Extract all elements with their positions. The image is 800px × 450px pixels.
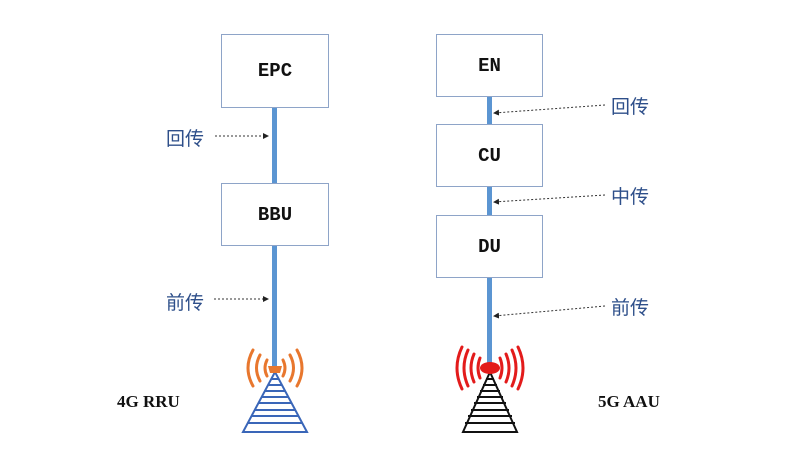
right-midhaul-arrow [493, 194, 606, 205]
aau-antenna-icon [455, 345, 525, 433]
right-backhaul-arrow [493, 104, 606, 116]
left-radio-caption: 4G RRU [117, 392, 180, 411]
aau-tower-icon [461, 369, 519, 433]
left-backhaul-label: 回传 [166, 128, 205, 150]
rru-antenna-icon [241, 348, 309, 433]
node-epc-label: EPC [257, 60, 293, 82]
node-du-label: DU [478, 235, 501, 258]
right-backhaul-label: 回传 [611, 96, 650, 118]
node-en-label: EN [478, 54, 501, 77]
right-fronthaul-arrow [493, 305, 606, 319]
aau-waves-icon [455, 345, 525, 391]
right-fronthaul-label: 前传 [611, 297, 650, 319]
left-fronthaul-label: 前传 [166, 292, 205, 314]
node-cu-label: CU [478, 144, 501, 167]
right-radio-caption: 5G AAU [598, 392, 660, 411]
rru-tower-icon [241, 369, 309, 433]
node-du: DU [436, 215, 543, 278]
node-cu: CU [436, 124, 543, 187]
rru-waves-icon [246, 348, 304, 388]
node-bbu: BBU [221, 183, 329, 246]
right-midhaul-label: 中传 [611, 186, 650, 208]
node-epc: EPC [221, 34, 329, 108]
node-bbu-label: BBU [257, 203, 293, 226]
node-en: EN [436, 34, 543, 97]
